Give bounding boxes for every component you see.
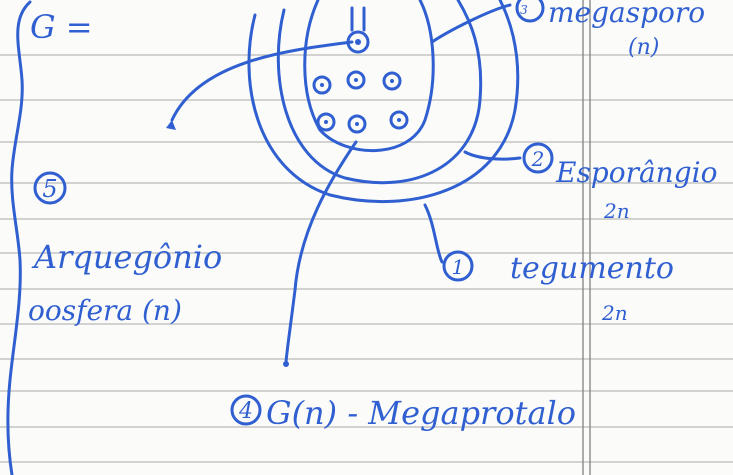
archegonium-neck [352, 8, 364, 30]
number-2: 2 [531, 147, 545, 171]
pointer-esporangio [465, 152, 520, 159]
tegumento-circle [249, 0, 518, 202]
label-esporangio: Esporângio [555, 156, 717, 189]
number-3: 3 [520, 3, 528, 17]
label-megasporo-ploidy: (n) [628, 35, 659, 60]
label-oosfera: oosfera (n) [28, 294, 182, 327]
number-5: 5 [42, 175, 57, 203]
label-megasporo: megasporo [548, 0, 705, 29]
pointer-megaprotalo [286, 142, 356, 362]
g-equals-label: G = [30, 8, 93, 46]
pointer-arquegonio [172, 42, 352, 120]
label-esporangio-ploidy: 2n [603, 199, 630, 223]
number-1: 1 [452, 255, 465, 279]
pointer-tegumento [425, 205, 442, 262]
number-4: 4 [238, 399, 253, 424]
label-arquegonio: Arquegônio [31, 238, 222, 276]
left-brace [8, 2, 30, 475]
label-tegumento: tegumento [510, 251, 674, 286]
label-megaprotalo: G(n) - Megaprotalo [266, 394, 576, 432]
label-tegumento-ploidy: 2n [601, 301, 628, 325]
megaprotalo-ellipse [305, 0, 433, 151]
